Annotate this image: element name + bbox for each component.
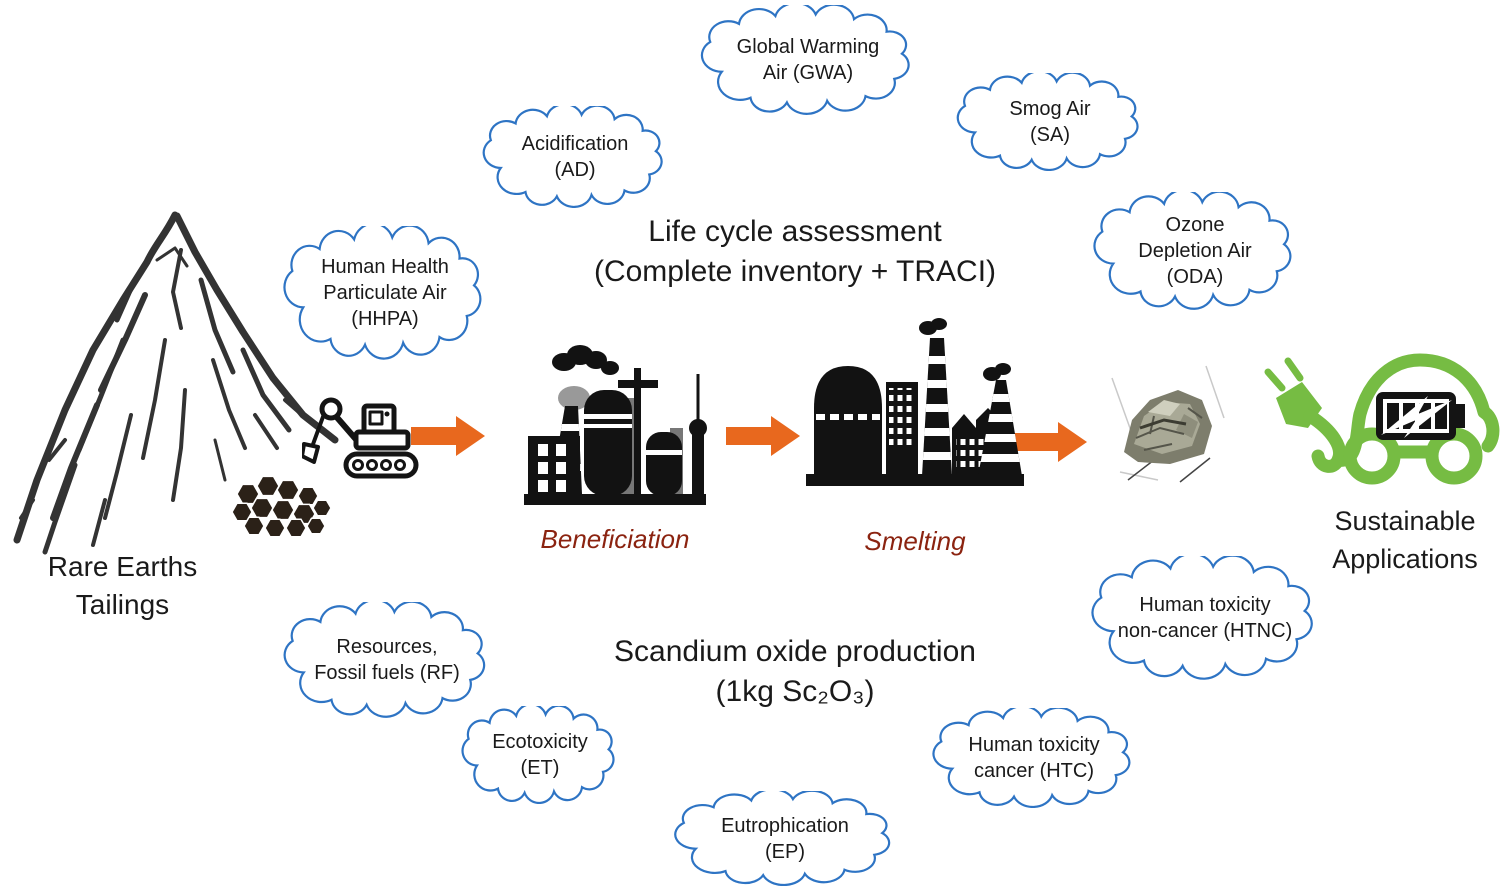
cloud-oda-line3: (ODA) <box>1166 266 1224 288</box>
electric-car-icon <box>1264 353 1500 485</box>
cloud-human-toxicity-cancer: Human toxicity cancer (HTC) <box>925 708 1143 808</box>
smelting-label: Smelting <box>864 526 966 556</box>
production-caption-line2: (1kg Sc₂O₃) <box>715 675 875 708</box>
cloud-acidification: Acidification (AD) <box>476 106 674 208</box>
cloud-eutrophication: Eutrophication (EP) <box>666 791 904 886</box>
cloud-gwa-line2: Air (GWA) <box>762 62 854 84</box>
battery-icon <box>1376 392 1465 440</box>
cloud-htc-line2: cancer (HTC) <box>973 760 1094 782</box>
figure-title-line1: Life cycle assessment <box>648 215 942 248</box>
flow-arrow-smelting-to-product <box>1013 421 1088 463</box>
cloud-et-line1: Ecotoxicity <box>492 731 588 753</box>
cloud-hhpa-line3: (HHPA) <box>351 308 419 330</box>
cloud-hhpa-line1: Human Health <box>321 256 449 278</box>
cloud-htc-line1: Human toxicity <box>968 734 1100 756</box>
mountain-sketch-icon <box>13 211 339 555</box>
cloud-oda-line1: Ozone <box>1165 214 1225 236</box>
source-label-line1: Rare Earths <box>47 551 198 582</box>
cloud-smog-air: Smog Air (SA) <box>950 73 1150 171</box>
ore-pile-icon <box>231 475 332 538</box>
cloud-et-line2: (ET) <box>520 757 560 779</box>
destination-label: Sustainable Applications <box>1305 502 1505 578</box>
production-caption: Scandium oxide production (1kg Sc₂O₃) <box>530 632 1060 712</box>
destination-label-line2: Applications <box>1332 544 1478 574</box>
figure-title: Life cycle assessment (Complete inventor… <box>530 212 1060 292</box>
beneficiation-plant-icon <box>524 345 707 505</box>
cloud-sa-line1: Smog Air <box>1009 98 1091 120</box>
cloud-gwa-line1: Global Warming <box>736 36 880 58</box>
production-caption-line1: Scandium oxide production <box>614 635 976 668</box>
source-label: Rare Earths Tailings <box>0 548 245 624</box>
cloud-rf-line2: Fossil fuels (RF) <box>314 662 460 684</box>
cloud-ecotoxicity: Ecotoxicity (ET) <box>456 706 624 804</box>
beneficiation-label: Beneficiation <box>540 524 690 554</box>
excavator-icon <box>302 397 419 479</box>
cloud-sa-line2: (SA) <box>1030 124 1070 146</box>
cloud-ep-line1: Eutrophication <box>721 814 849 837</box>
mineral-sample-image <box>1111 365 1225 483</box>
cloud-rf-line1: Resources, <box>336 636 438 658</box>
cloud-htnc-line1: Human toxicity <box>1139 594 1271 616</box>
cloud-resources-fossil-fuels: Resources, Fossil fuels (RF) <box>276 602 498 718</box>
flow-arrow-beneficiation-to-smelting <box>726 415 801 457</box>
figure-title-line2: (Complete inventory + TRACI) <box>593 255 997 288</box>
cloud-human-toxicity-non-cancer: Human toxicity non-cancer (HTNC) <box>1083 556 1327 680</box>
cloud-htnc-line2: non-cancer (HTNC) <box>1117 620 1293 642</box>
cloud-ad-line2: (AD) <box>554 159 596 181</box>
destination-label-line1: Sustainable <box>1334 506 1476 536</box>
cloud-hhpa-line2: Particulate Air <box>323 282 447 304</box>
cloud-oda-line2: Depletion Air <box>1138 240 1252 262</box>
flow-arrow-mining-to-beneficiation <box>411 415 486 457</box>
smelting-plant-icon <box>806 318 1024 486</box>
cloud-ep-line2: (EP) <box>765 840 805 863</box>
cloud-ad-line1: Acidification <box>521 133 629 155</box>
source-label-line2: Tailings <box>75 589 170 620</box>
